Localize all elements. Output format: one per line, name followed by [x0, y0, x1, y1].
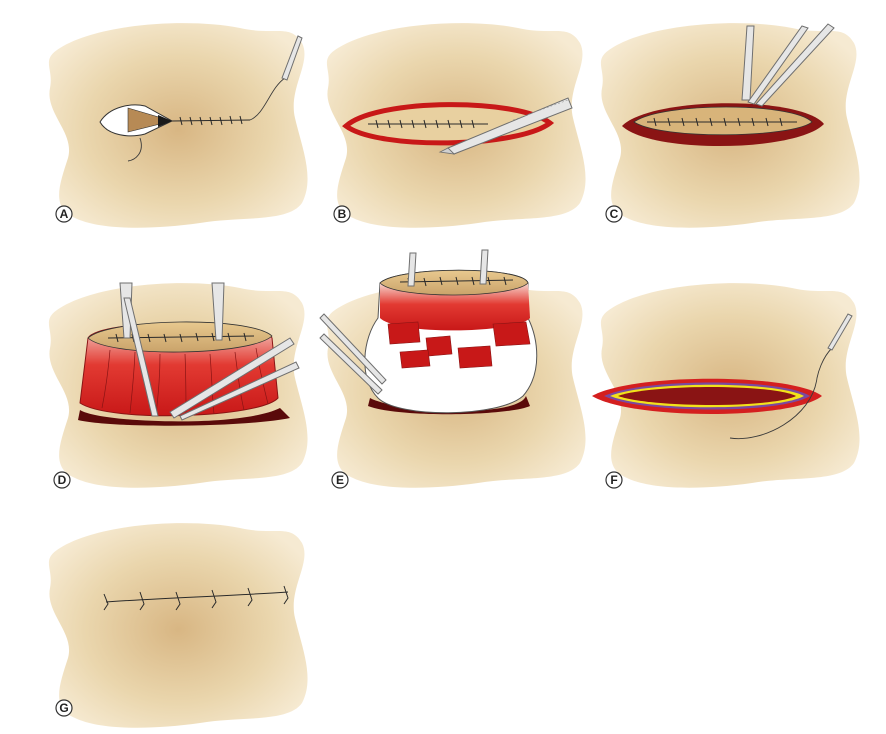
svg-text:A: A — [60, 207, 69, 221]
panel-label-e: E — [331, 471, 349, 489]
svg-text:G: G — [59, 701, 68, 715]
panel-label-a: A — [55, 205, 73, 223]
panel-label-g: G — [55, 699, 73, 717]
forceps-instrument — [319, 249, 489, 395]
panel-c: C — [600, 23, 860, 228]
skin-ellipse-lifted — [622, 103, 824, 147]
svg-text:E: E — [336, 473, 344, 487]
panel-a: A — [48, 23, 308, 228]
svg-text:B: B — [338, 207, 347, 221]
panel-e: E — [319, 249, 586, 489]
incision-scalpel-start — [99, 77, 286, 162]
panel-label-c: C — [605, 205, 623, 223]
panel-label-b: B — [333, 205, 351, 223]
needle-holder-instrument — [281, 35, 303, 81]
panel-label-d: D — [53, 471, 71, 489]
panel-g: G — [48, 523, 308, 728]
panel-label-f: F — [605, 471, 623, 489]
closed-suture-line — [103, 585, 289, 611]
forceps-instrument — [119, 282, 300, 421]
panel-d: D — [48, 282, 308, 489]
svg-text:D: D — [58, 473, 67, 487]
scalpel-instrument — [438, 97, 573, 155]
panel-b: B — [326, 23, 586, 228]
closure-layers — [592, 378, 822, 414]
svg-text:C: C — [610, 207, 619, 221]
needle-thread — [729, 313, 853, 440]
forceps-instrument — [741, 23, 835, 107]
svg-text:F: F — [610, 473, 617, 487]
panel-f: F — [592, 283, 860, 489]
cyst-sac-extraction — [364, 269, 538, 415]
